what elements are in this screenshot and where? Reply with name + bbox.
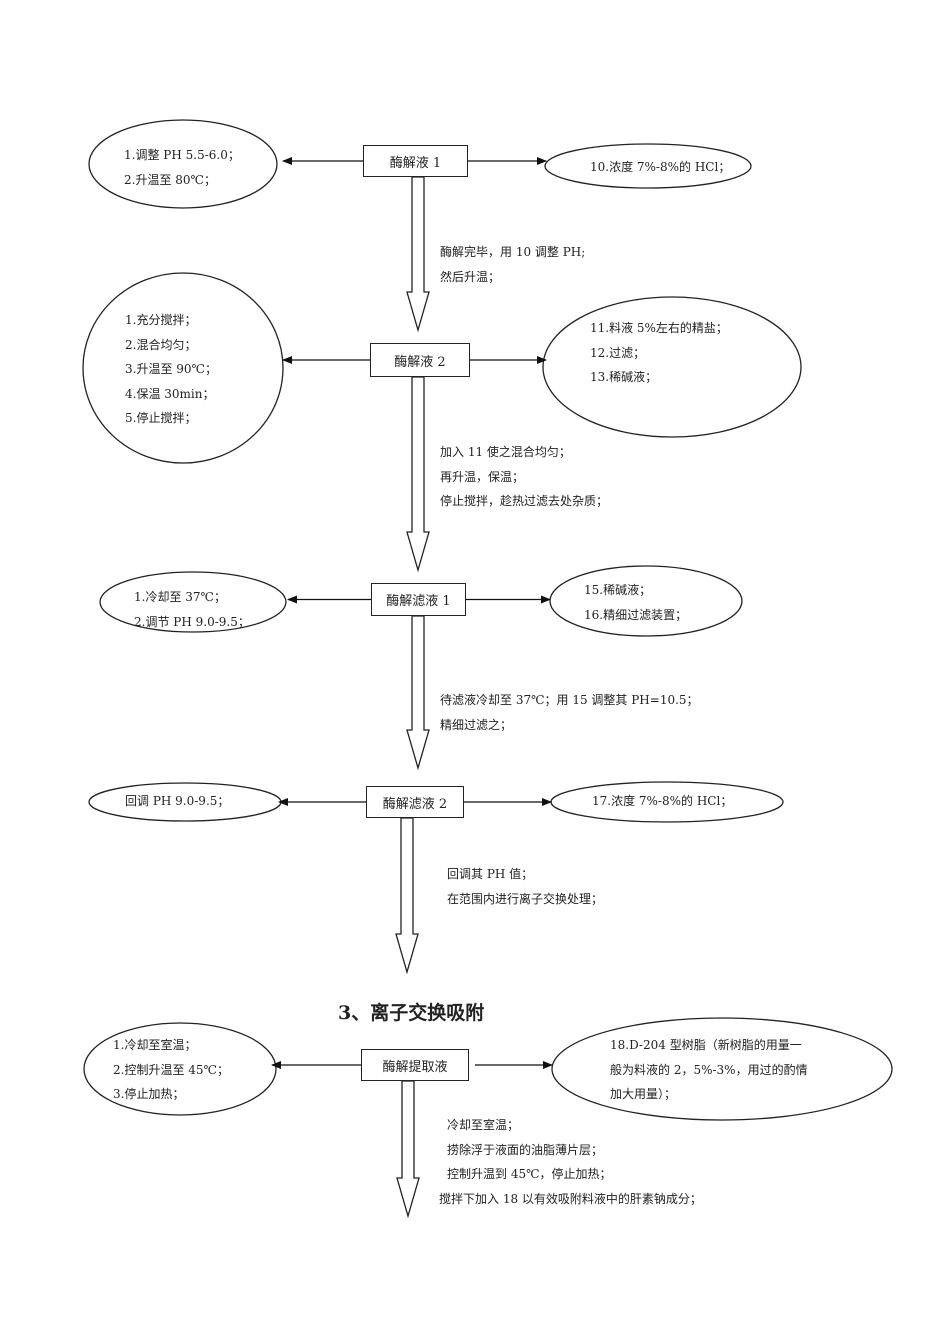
right-reagent-ellipse: [551, 1017, 893, 1121]
flow-down-arrow: [406, 615, 430, 771]
text-line: 停止搅拌，趁热过滤去处杂质；: [440, 494, 609, 508]
text-line: 待滤液冷却至 37℃；用 15 调整其 PH=10.5；: [440, 693, 699, 707]
text-line: 1.调整 PH 5.5-6.0；: [124, 148, 240, 162]
flow-down-arrow: [396, 1080, 420, 1219]
left-condition-text: 1.冷却至 37℃； 2.调节 PH 9.0-9.5；: [134, 585, 250, 634]
left-condition-ellipse: [99, 571, 287, 633]
text-line: 控制升温到 45℃，停止加热；: [447, 1167, 612, 1181]
flow-step-note: 冷却至室温； 捞除浮于液面的油脂薄片层； 控制升温到 45℃，停止加热； 搅拌下加入 …: [439, 1113, 702, 1211]
flow-down-arrow: [406, 376, 430, 573]
text-line: 10.浓度 7%-8%的 HCl；: [590, 160, 731, 174]
process-node: 酶解液 1: [363, 145, 468, 177]
text-line: 13.稀碱液；: [590, 370, 658, 384]
text-line: 再升温，保温；: [440, 469, 525, 484]
text-line: 18.D-204 型树脂（新树脂的用量一: [610, 1038, 802, 1052]
left-condition-text: 回调 PH 9.0-9.5；: [125, 789, 229, 814]
left-condition-ellipse: [83, 1022, 277, 1116]
text-line: 加大用量）；: [610, 1087, 677, 1101]
process-node: 酶解滤液 1: [371, 583, 466, 616]
text-line: 搅拌下加入 18 以有效吸附料液中的肝素钠成分；: [439, 1191, 702, 1206]
text-line: 回调其 PH 值；: [447, 867, 534, 881]
flow-down-arrow: [395, 817, 419, 975]
left-condition-text: 1.充分搅拌； 2.混合均匀； 3.升温至 90℃； 4.保温 30min； 5.停止搅…: [125, 308, 217, 431]
text-line: 4.保温 30min；: [125, 386, 215, 401]
text-line: 加入 11 使之混合均匀；: [440, 445, 571, 459]
text-line: 然后升温；: [440, 269, 501, 284]
text-line: 回调 PH 9.0-9.5；: [125, 794, 230, 808]
left-condition-text: 1.调整 PH 5.5-6.0； 2.升温至 80℃；: [124, 143, 240, 192]
text-line: 般为料液的 2，5%-3%，用过的酌情: [610, 1062, 808, 1077]
text-line: 2.升温至 80℃；: [124, 172, 216, 187]
right-reagent-ellipse: [542, 296, 802, 438]
process-node-label: 酶解液 1: [389, 155, 442, 171]
process-node-label: 酶解滤液 1: [386, 594, 451, 609]
text-line: 1.冷却至室温；: [113, 1038, 197, 1052]
text-line: 捞除浮于液面的油脂薄片层；: [447, 1142, 604, 1157]
text-line: 1.充分搅拌；: [125, 313, 197, 327]
left-condition-ellipse: [88, 119, 278, 209]
text-line: 3.升温至 90℃；: [125, 362, 217, 376]
text-line: 17.浓度 7%-8%的 HCl；: [592, 794, 733, 808]
process-node-label: 酶解提取液: [382, 1059, 448, 1075]
right-reagent-text: 17.浓度 7%-8%的 HCl；: [592, 789, 732, 814]
process-node: 酶解液 2: [370, 343, 470, 377]
process-node: 酶解滤液 2: [366, 786, 464, 818]
text-line: 2.混合均匀；: [125, 337, 197, 352]
text-line: 冷却至室温；: [447, 1118, 520, 1132]
flow-step-note: 回调其 PH 值； 在范围内进行离子交换处理；: [447, 862, 603, 911]
right-reagent-text: 18.D-204 型树脂（新树脂的用量一般为料液的 2，5%-3%，用过的酌情加…: [610, 1033, 808, 1107]
process-node-label: 酶解滤液 2: [382, 796, 448, 812]
right-reagent-text: 11.料液 5%左右的精盐； 12.过滤； 13.稀碱液；: [590, 316, 728, 390]
left-condition-ellipse: [82, 272, 284, 464]
text-line: 1.冷却至 37℃；: [134, 590, 226, 604]
process-node: 酶解提取液: [361, 1049, 469, 1081]
right-reagent-text: 15.稀碱液； 16.精细过滤装置；: [584, 578, 687, 627]
flow-step-note: 待滤液冷却至 37℃；用 15 调整其 PH=10.5； 精细过滤之；: [440, 688, 699, 737]
left-condition-text: 1.冷却至室温； 2.控制升温至 45℃； 3.停止加热；: [113, 1033, 229, 1107]
flow-step-note: 加入 11 使之混合均匀； 再升温，保温； 停止搅拌，趁热过滤去处杂质；: [440, 440, 608, 514]
text-line: 酶解完毕，用 10 调整 PH;: [440, 245, 586, 259]
text-line: 精细过滤之；: [440, 717, 513, 732]
flow-down-arrow: [406, 176, 430, 333]
text-line: 2.调节 PH 9.0-9.5；: [134, 614, 250, 629]
flow-step-note: 酶解完毕，用 10 调整 PH; 然后升温；: [440, 240, 585, 289]
right-reagent-ellipse: [544, 143, 752, 189]
text-line: 16.精细过滤装置；: [584, 607, 688, 622]
section-title: 3、离子交换吸附: [338, 1002, 485, 1024]
text-line: 5.停止搅拌；: [125, 411, 197, 425]
text-line: 15.稀碱液；: [584, 583, 652, 597]
process-node-label: 酶解液 2: [394, 354, 446, 370]
text-line: 在范围内进行离子交换处理；: [447, 891, 604, 906]
text-line: 12.过滤；: [590, 345, 646, 360]
text-line: 2.控制升温至 45℃；: [113, 1062, 229, 1077]
text-line: 11.料液 5%左右的精盐；: [590, 321, 728, 335]
right-reagent-text: 10.浓度 7%-8%的 HCl；: [590, 155, 730, 180]
text-line: 3.停止加热；: [113, 1087, 185, 1101]
